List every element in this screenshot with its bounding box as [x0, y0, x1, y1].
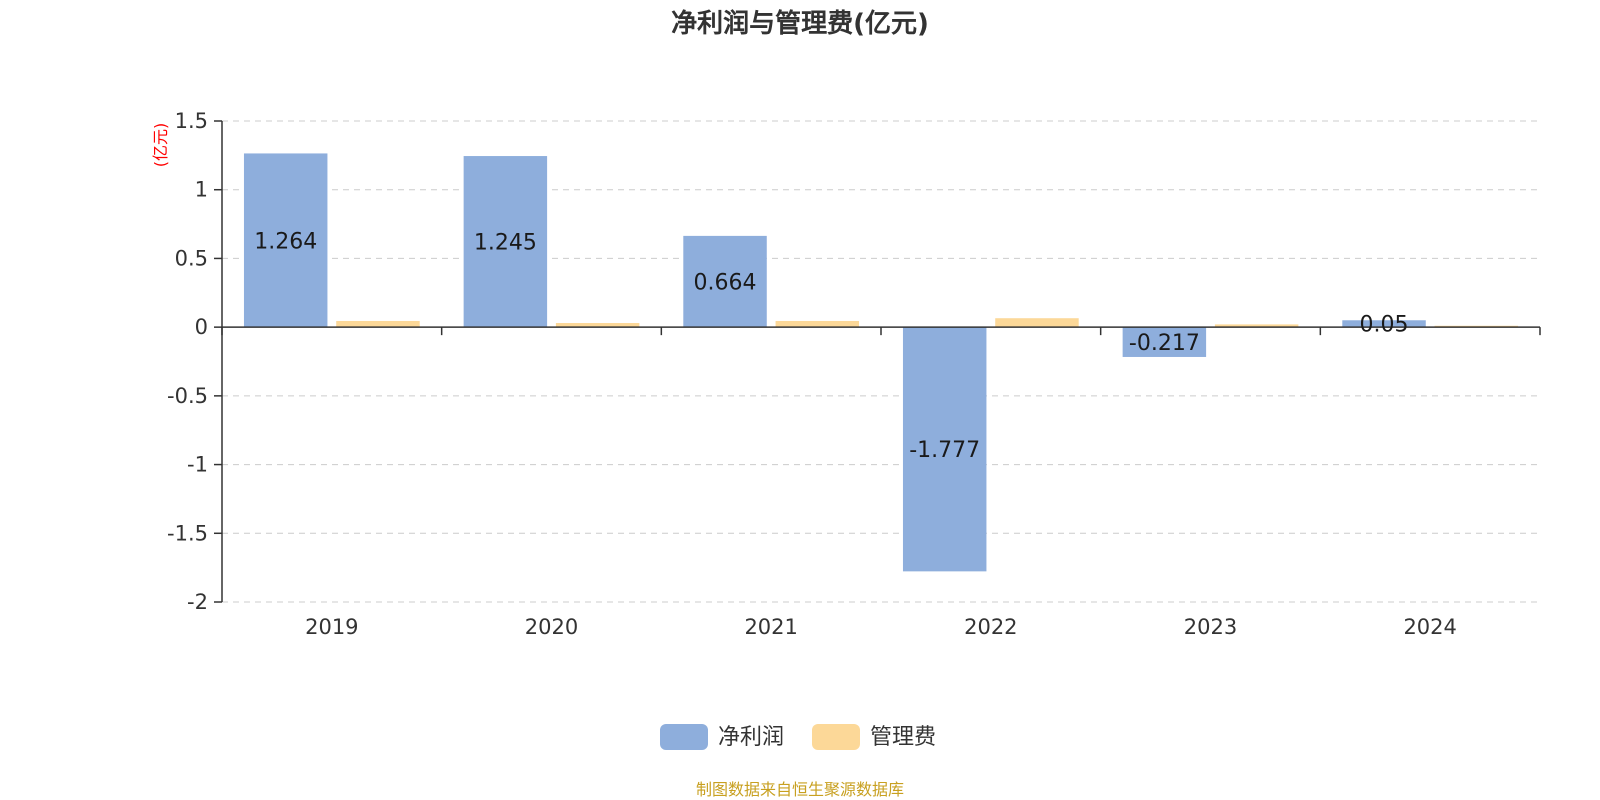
bar-net-profit	[683, 235, 767, 328]
bar-admin-expense	[336, 320, 420, 328]
bar-net-profit	[1122, 327, 1207, 357]
y-tick-label: -1	[187, 453, 208, 477]
data-label: -1.777	[909, 438, 980, 463]
data-label: 0.05	[1360, 313, 1409, 338]
bar-net-profit	[243, 153, 328, 328]
gridlines	[222, 120, 1540, 603]
bar-admin-expense	[775, 320, 860, 328]
bar-net-profit	[463, 156, 548, 328]
data-labels: 1.264 1.245 0.664 -1.777 -0.217 0.05	[254, 229, 1408, 463]
y-tick-label: -0.5	[167, 384, 208, 408]
data-label: 1.264	[254, 229, 317, 254]
legend-swatch-net-profit	[660, 724, 708, 750]
chart-title: 净利润与管理费(亿元)	[671, 8, 929, 39]
x-tick-label: 2022	[964, 615, 1017, 639]
bar-admin-expense	[555, 323, 640, 328]
data-label: 1.245	[474, 231, 537, 256]
y-tick-label: -1.5	[167, 521, 208, 545]
legend-swatch-admin-expense	[812, 724, 860, 750]
y-tick-label: -2	[187, 590, 208, 614]
axes	[221, 121, 1540, 602]
legend: 净利润 管理费	[660, 724, 936, 750]
y-axis-ticks: 1.5 1 0.5 0 -0.5 -1 -1.5 -2	[167, 109, 222, 614]
x-tick-label: 2021	[744, 615, 797, 639]
x-tick-label: 2023	[1184, 615, 1237, 639]
bar-net-profit	[1342, 320, 1426, 328]
bar-admin-expense	[1214, 324, 1299, 328]
x-tick-label: 2024	[1403, 615, 1456, 639]
source-note: 制图数据来自恒生聚源数据库	[696, 780, 904, 799]
legend-label: 管理费	[870, 725, 936, 750]
data-label: 0.664	[694, 271, 757, 296]
y-axis-unit-label: (亿元)	[151, 123, 170, 168]
legend-label: 净利润	[718, 725, 784, 750]
x-axis-ticks: 2019 2020 2021 2022 2023 2024	[221, 327, 1541, 639]
x-tick-label: 2020	[525, 615, 578, 639]
y-tick-label: 1	[195, 178, 208, 202]
y-tick-label: 0	[195, 315, 208, 339]
y-tick-label: 1.5	[175, 109, 208, 133]
y-tick-label: 0.5	[175, 246, 208, 270]
bars	[243, 153, 1519, 572]
bar-net-profit	[902, 327, 987, 572]
data-label: -0.217	[1129, 331, 1200, 356]
x-tick-label: 2019	[305, 615, 358, 639]
bar-admin-expense	[995, 318, 1079, 328]
